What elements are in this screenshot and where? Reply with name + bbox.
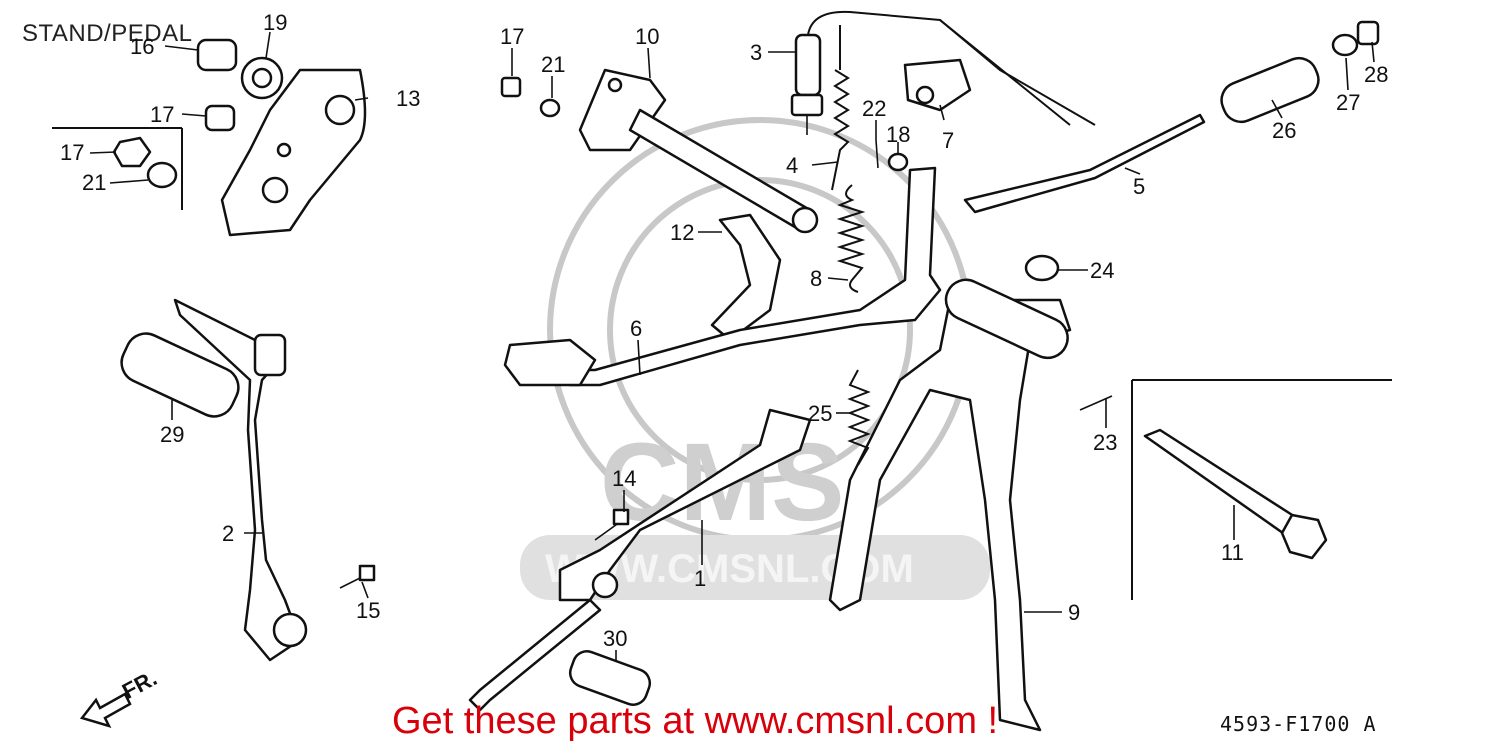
callout-10: 10 xyxy=(635,24,659,49)
callout-27: 25 xyxy=(808,401,832,426)
callout-4: 4 xyxy=(786,153,798,178)
callout-9: 9 xyxy=(1068,600,1080,625)
callout-21-left: 21 xyxy=(82,170,106,195)
callout-16: 16 xyxy=(130,34,154,59)
part-25-rubber xyxy=(120,332,240,418)
callout-26: 24 xyxy=(1090,258,1114,283)
part-3-switch xyxy=(790,10,1096,135)
callout-2: 2 xyxy=(222,521,234,546)
part-1-kick-arm xyxy=(468,408,812,712)
callout-30: 28 xyxy=(1364,62,1388,87)
part-19-washer xyxy=(887,152,909,172)
callout-19: 18 xyxy=(886,122,910,147)
part-10-shaft xyxy=(578,68,819,234)
callout-12: 12 xyxy=(670,220,694,245)
part-8-spring xyxy=(836,184,866,293)
part-11-bolt xyxy=(1143,428,1328,560)
part-21-washer-left xyxy=(146,161,178,189)
part-26-stopper xyxy=(1024,254,1060,282)
callout-23: 23 xyxy=(1093,430,1117,455)
part-23-pin xyxy=(1079,395,1113,411)
callout-15: 15 xyxy=(356,598,380,623)
part-16-nut xyxy=(196,38,238,72)
callout-3: 3 xyxy=(750,40,762,65)
callout-25: 29 xyxy=(160,422,184,447)
part-17-nut-left xyxy=(112,136,152,168)
part-18-nut xyxy=(204,104,236,132)
callout-numbers: 19 16 17 13 17 21 17 21 10 3 4 22 18 7 1… xyxy=(60,10,1388,651)
callout-8: 8 xyxy=(810,266,822,291)
callout-1: 1 xyxy=(694,566,706,591)
part-6-brake-pedal xyxy=(503,166,942,387)
part-7-bracket xyxy=(903,58,972,112)
callout-22: 22 xyxy=(862,96,886,121)
callout-24: 30 xyxy=(603,626,627,651)
callout-leader-lines xyxy=(89,31,1375,662)
part-2-kick-lever xyxy=(173,298,308,662)
part-21-washer-top xyxy=(539,98,561,118)
callout-14: 14 xyxy=(612,466,636,491)
callout-6: 6 xyxy=(630,316,642,341)
callout-21-top: 21 xyxy=(541,52,565,77)
callout-13: 13 xyxy=(396,86,420,111)
part-9-main-stand xyxy=(828,278,1072,732)
callout-29: 27 xyxy=(1336,90,1360,115)
callout-7: 7 xyxy=(942,128,954,153)
callout-5: 5 xyxy=(1133,174,1145,199)
part-15-bolt xyxy=(339,564,376,589)
diagram-code: 4593-F1700 A xyxy=(1220,712,1377,736)
front-direction-arrow-icon xyxy=(79,692,132,729)
part-13-plate xyxy=(220,68,367,237)
part-29-clip xyxy=(1331,33,1359,57)
callout-17-left: 17 xyxy=(60,140,84,165)
part-12-bracket xyxy=(710,213,782,342)
callout-18: 17 xyxy=(150,102,174,127)
part-17-nut-top xyxy=(500,76,522,98)
part-30-nut xyxy=(1356,20,1380,46)
part-5-rod xyxy=(963,113,1206,214)
part-20-washer xyxy=(240,56,284,100)
part-4-spring xyxy=(831,25,850,191)
cmsnl-parts-link[interactable]: Get these parts at www.cmsnl.com ! xyxy=(392,700,999,742)
part-14-bolt xyxy=(594,508,630,541)
part-28-spring xyxy=(1220,56,1320,124)
callout-20: 19 xyxy=(263,10,287,35)
callout-17-top: 17 xyxy=(500,24,524,49)
callout-28: 26 xyxy=(1272,118,1296,143)
part-22-pin xyxy=(875,139,879,169)
diagram-title: STAND/PEDAL xyxy=(22,20,193,47)
callout-11: 11 xyxy=(1221,540,1244,565)
part-27-spring xyxy=(847,369,871,466)
